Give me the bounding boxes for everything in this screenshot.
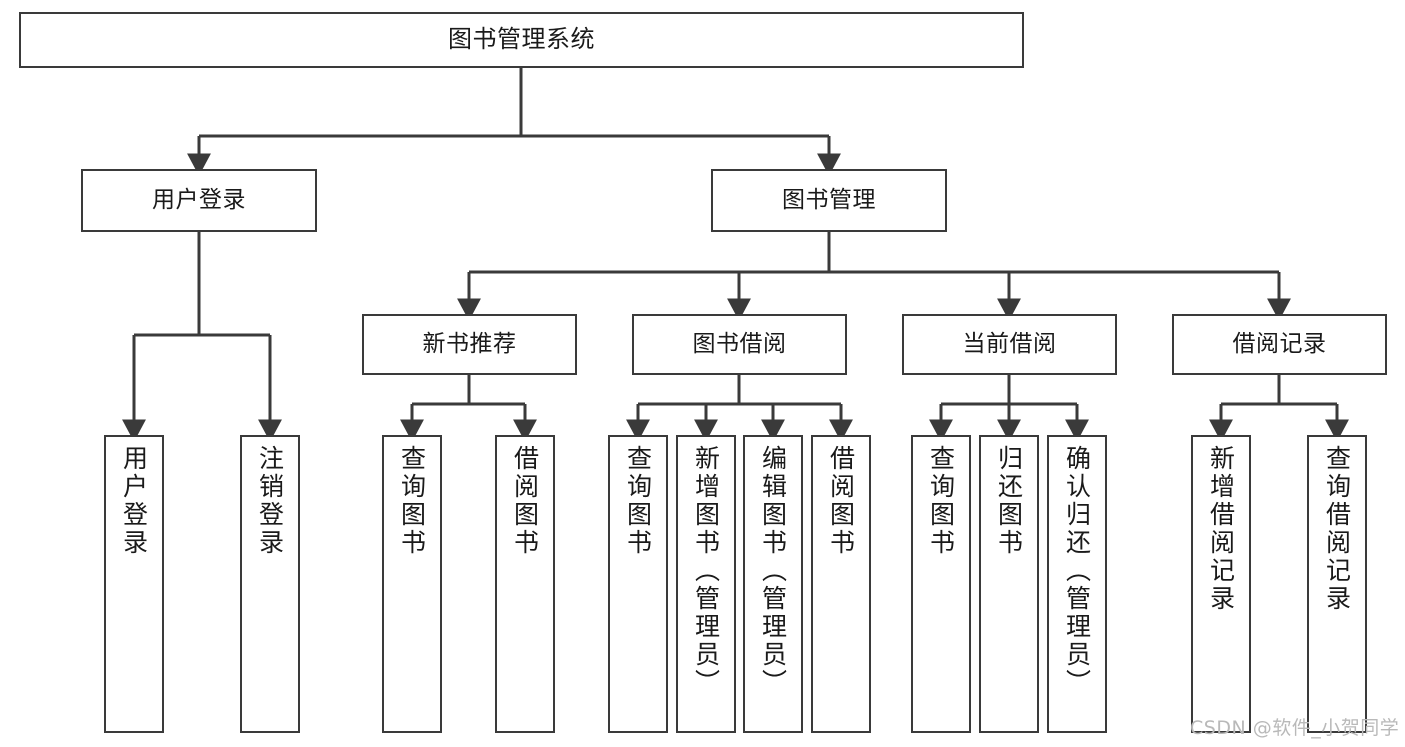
node-book-management[interactable]: 图书管理 xyxy=(711,169,947,232)
node-label: 借阅图书 xyxy=(826,445,856,557)
node-label: 查询借阅记录 xyxy=(1322,445,1352,613)
node-new-book-recommend[interactable]: 新书推荐 xyxy=(362,314,577,375)
node-label: 借阅图书 xyxy=(510,445,540,557)
node-label: 归还图书 xyxy=(994,445,1024,557)
leaf-edit-book-admin[interactable]: 编辑图书（管理员） xyxy=(743,435,803,733)
leaf-add-borrow-record[interactable]: 新增借阅记录 xyxy=(1191,435,1251,733)
node-label: 借阅记录 xyxy=(1232,331,1327,358)
node-label: 确认归还（管理员） xyxy=(1062,445,1092,697)
node-user-login[interactable]: 用户登录 xyxy=(81,169,317,232)
node-label: 查询图书 xyxy=(397,445,427,557)
node-label: 编辑图书（管理员） xyxy=(758,445,788,697)
node-label: 查询图书 xyxy=(623,445,653,557)
node-label: 图书管理 xyxy=(782,187,876,214)
node-label: 查询图书 xyxy=(926,445,956,557)
node-label: 用户登录 xyxy=(152,187,246,214)
node-book-borrow[interactable]: 图书借阅 xyxy=(632,314,847,375)
leaf-logout-login[interactable]: 注销登录 xyxy=(240,435,300,733)
leaf-confirm-return-admin[interactable]: 确认归还（管理员） xyxy=(1047,435,1107,733)
node-label: 新书推荐 xyxy=(422,331,517,358)
node-label: 当前借阅 xyxy=(962,331,1057,358)
node-borrow-record[interactable]: 借阅记录 xyxy=(1172,314,1387,375)
node-label: 用户登录 xyxy=(119,445,149,557)
leaf-add-book-admin[interactable]: 新增图书（管理员） xyxy=(676,435,736,733)
leaf-query-book-current[interactable]: 查询图书 xyxy=(911,435,971,733)
node-label: 注销登录 xyxy=(255,445,285,557)
node-label: 图书借阅 xyxy=(692,331,787,358)
node-label: 图书管理系统 xyxy=(448,25,595,54)
leaf-user-login[interactable]: 用户登录 xyxy=(104,435,164,733)
node-current-borrow[interactable]: 当前借阅 xyxy=(902,314,1117,375)
leaf-borrow-book-recommend[interactable]: 借阅图书 xyxy=(495,435,555,733)
leaf-query-book-borrow[interactable]: 查询图书 xyxy=(608,435,668,733)
node-book-management-system[interactable]: 图书管理系统 xyxy=(19,12,1024,68)
leaf-borrow-book[interactable]: 借阅图书 xyxy=(811,435,871,733)
leaf-query-borrow-record[interactable]: 查询借阅记录 xyxy=(1307,435,1367,733)
node-label: 新增图书（管理员） xyxy=(691,445,721,697)
leaf-return-book[interactable]: 归还图书 xyxy=(979,435,1039,733)
csdn-watermark: CSDN @软件_小贺同学 xyxy=(1190,717,1400,739)
leaf-query-book-recommend[interactable]: 查询图书 xyxy=(382,435,442,733)
node-label: 新增借阅记录 xyxy=(1206,445,1236,613)
